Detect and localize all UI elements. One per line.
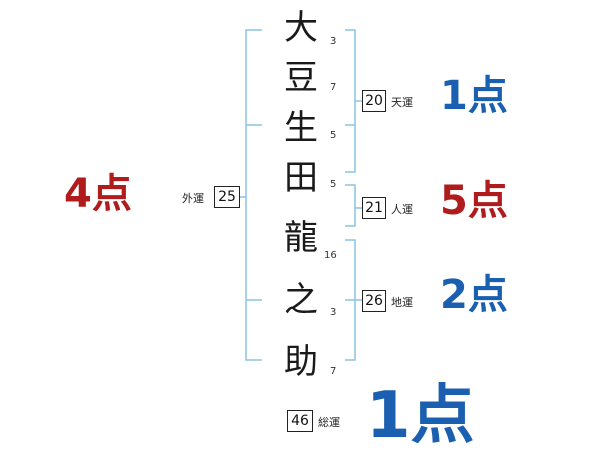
name-char-7: 助 xyxy=(284,342,318,382)
stroke-count-3: 5 xyxy=(330,130,337,141)
jinkaku-bracket xyxy=(345,184,362,227)
tenkaku-bracket xyxy=(345,29,362,173)
stroke-count-7: 7 xyxy=(330,366,337,377)
gaikaku-score: 4点 xyxy=(64,171,132,217)
name-char-1: 大 xyxy=(284,8,318,48)
tenkaku-score: 1点 xyxy=(440,73,508,119)
chikaku-label: 地運 xyxy=(391,296,413,309)
gaikaku-bracket xyxy=(240,29,262,361)
jinkaku-value-box: 21 xyxy=(362,197,386,219)
soukaku-value-box: 46 xyxy=(287,410,313,432)
tenkaku-label: 天運 xyxy=(391,96,413,109)
gaikaku-value-box: 25 xyxy=(214,186,240,208)
soukaku-label: 総運 xyxy=(318,416,340,429)
soukaku-score: 1点 xyxy=(366,379,475,453)
stroke-count-2: 7 xyxy=(330,82,337,93)
gaikaku-label: 外運 xyxy=(182,192,204,205)
stroke-count-1: 3 xyxy=(330,36,337,47)
stroke-count-6: 3 xyxy=(330,307,337,318)
jinkaku-label: 人運 xyxy=(391,203,413,216)
name-char-3: 生 xyxy=(284,108,318,148)
stroke-count-4: 5 xyxy=(330,179,337,190)
name-char-6: 之 xyxy=(284,280,318,320)
name-char-4: 田 xyxy=(284,158,318,198)
name-char-2: 豆 xyxy=(284,58,318,98)
tenkaku-value-box: 20 xyxy=(362,90,386,112)
chikaku-bracket xyxy=(345,239,362,361)
jinkaku-score: 5点 xyxy=(440,178,508,224)
name-char-5: 龍 xyxy=(284,218,318,258)
chikaku-score: 2点 xyxy=(440,272,508,318)
chikaku-value-box: 26 xyxy=(362,290,386,312)
stroke-count-5: 16 xyxy=(324,250,337,261)
